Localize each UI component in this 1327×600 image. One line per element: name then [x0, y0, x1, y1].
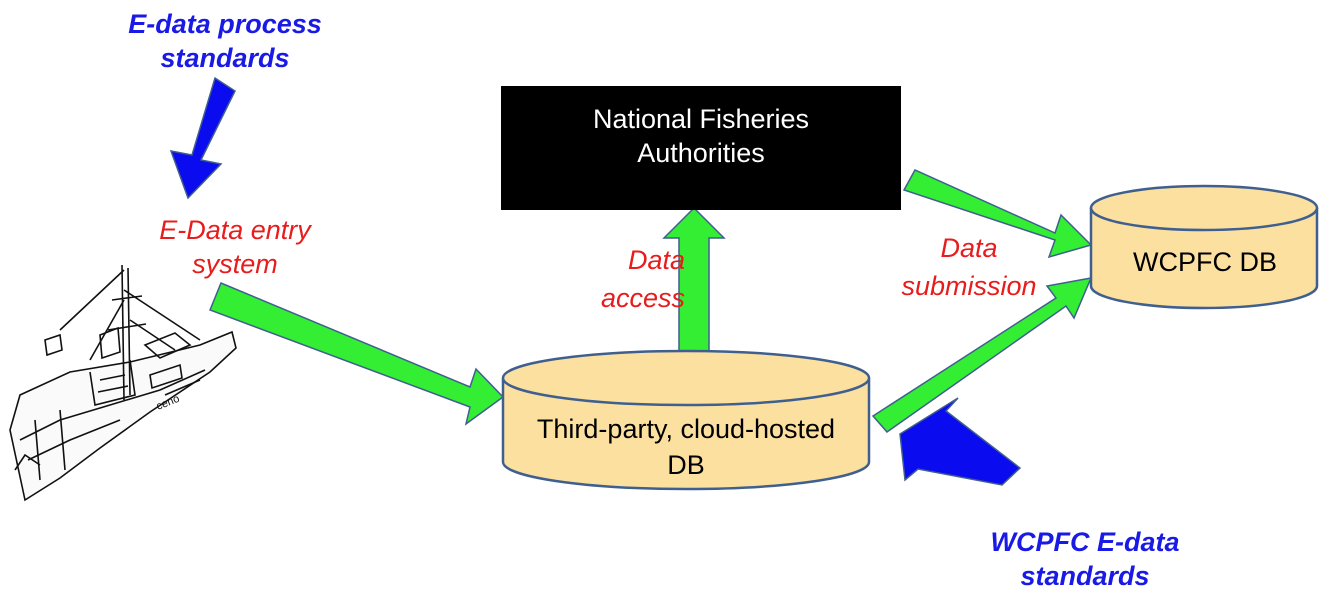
data-access-label: Data access [600, 245, 685, 313]
data-access-arrow [662, 206, 726, 356]
process-standards-label: E-data process standards [128, 9, 322, 73]
wcpfc-standards-label: WCPFC E-data standards [990, 527, 1180, 591]
entry-system-label: E-Data entry system [159, 215, 311, 279]
data-submission-arrow [871, 277, 1093, 434]
authorities-to-wcpfc-arrow [902, 169, 1093, 259]
wcpfc-db-label: WCPFC DB [1133, 247, 1277, 277]
data-submission-label: Data submission [901, 233, 1037, 301]
cloud-db-label: Third-party, cloud-hosted DB [536, 414, 836, 480]
national-authorities-label: National Fisheries Authorities [592, 104, 810, 168]
national-authorities-box [501, 86, 901, 210]
cloud-db-cylinder [501, 349, 871, 491]
process-standards-arrow [169, 76, 236, 200]
wcpfc-standards-arrow [899, 397, 1022, 486]
wcpfc-db-cylinder [1089, 184, 1319, 310]
fishing-vessel-sketch: ceno [9, 264, 237, 502]
entry-to-cloud-arrow [209, 282, 505, 426]
